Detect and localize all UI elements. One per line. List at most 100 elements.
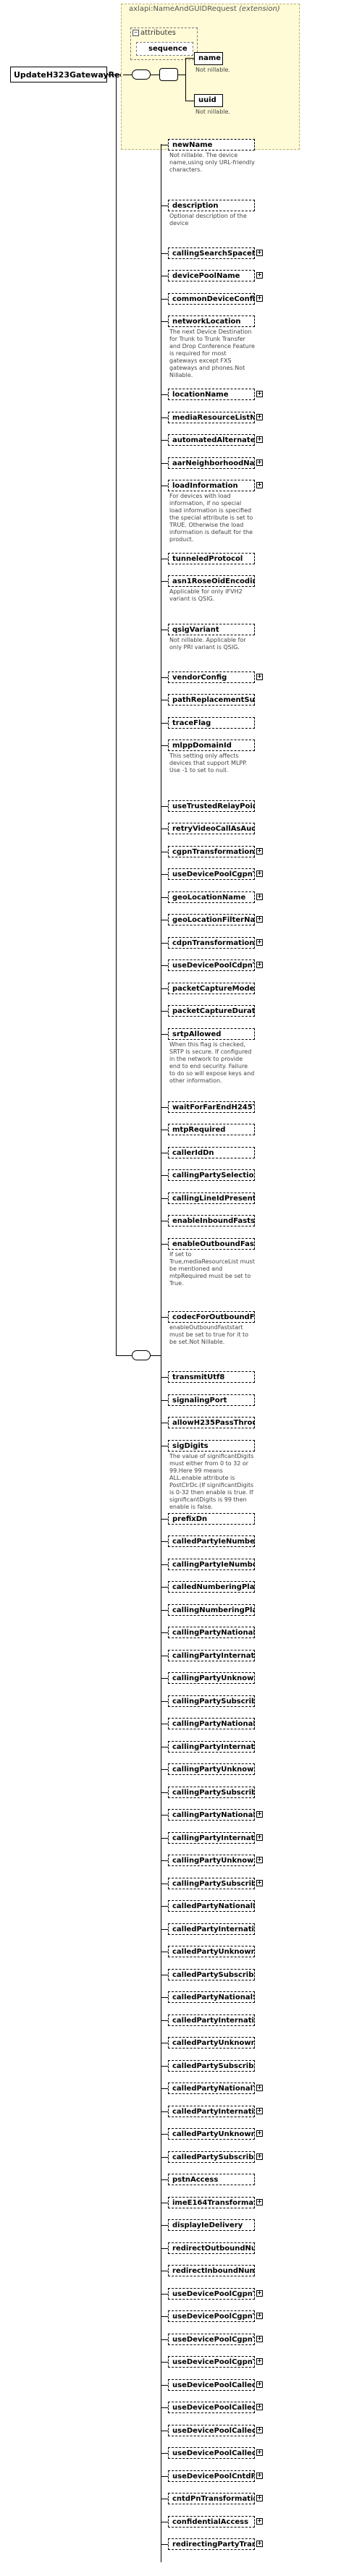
root-element[interactable]: UpdateH323GatewayReq: [10, 67, 125, 82]
element-calling-party-national-prefix[interactable]: callingPartyNationalPrefix: [168, 1627, 255, 1638]
expand-icon[interactable]: +: [256, 915, 263, 923]
element-use-device-pool-called-css-intl[interactable]: useDevicePoolCalledCssIntl: [168, 2402, 255, 2413]
expand-icon[interactable]: +: [256, 436, 263, 443]
name-element[interactable]: name: [194, 52, 223, 65]
element-redirect-inbound-number-ie[interactable]: redirectInboundNumberIe: [168, 2265, 255, 2276]
element-calling-party-ie-number-type[interactable]: callingPartyIeNumberType: [168, 1559, 255, 1570]
element-prefix-dn[interactable]: prefixDn: [168, 1513, 255, 1525]
element-calling-party-unknown-strip-digits[interactable]: callingPartyUnknownStripDigits: [168, 1763, 255, 1775]
element-called-party-national-strip-digits[interactable]: calledPartyNationalStripDigits: [168, 1991, 255, 2003]
expand-icon[interactable]: +: [256, 1834, 263, 1841]
element-cdpn-transformation-css-name[interactable]: cdpnTransformationCssName: [168, 937, 255, 949]
element-location-name[interactable]: locationName: [168, 389, 255, 400]
element-packet-capture-duration[interactable]: packetCaptureDuration: [168, 1005, 255, 1017]
element-use-device-pool-cgpn-transform-css-intl[interactable]: useDevicePoolCgpnTransformCssIntl: [168, 2310, 255, 2322]
expand-icon[interactable]: +: [256, 2130, 263, 2137]
element-use-device-pool-called-css-unkn[interactable]: useDevicePoolCalledCssUnkn: [168, 2425, 255, 2436]
element-called-party-unknown-transformation-css-name[interactable]: calledPartyUnknownTransformationCssName: [168, 2128, 255, 2140]
element-use-device-pool-cgpn-transform-css-subs[interactable]: useDevicePoolCgpnTransformCssSubs: [168, 2356, 255, 2368]
element-packet-capture-mode[interactable]: packetCaptureMode: [168, 983, 255, 994]
element-called-party-international-strip-digits[interactable]: calledPartyInternationalStripDigits: [168, 2014, 255, 2026]
element-called-numbering-plan[interactable]: calledNumberingPlan: [168, 1581, 255, 1593]
expand-icon[interactable]: +: [256, 2494, 263, 2501]
element-calling-party-unknown-transformation-css-name[interactable]: callingPartyUnknownTransformationCssName: [168, 1855, 255, 1866]
expand-icon[interactable]: +: [256, 2540, 263, 2547]
element-redirecting-party-transformation-c-s-s[interactable]: redirectingPartyTransformationCSS: [168, 2538, 255, 2550]
element-use-device-pool-cgpn-transform-css-unkn[interactable]: useDevicePoolCgpnTransformCssUnkn: [168, 2334, 255, 2345]
expand-icon[interactable]: +: [256, 2472, 263, 2479]
sequence-attribute[interactable]: sequence: [136, 42, 193, 56]
expand-icon[interactable]: +: [256, 1879, 263, 1886]
element-called-party-international-prefix[interactable]: calledPartyInternationalPrefix: [168, 1923, 255, 1935]
element-calling-search-space-name[interactable]: callingSearchSpaceName: [168, 247, 255, 259]
expand-icon[interactable]: +: [256, 1810, 263, 1818]
element-wait-for-far-end-h245-terminal-set[interactable]: waitForFarEndH245TerminalSet: [168, 1101, 255, 1113]
element-path-replacement-support[interactable]: pathReplacementSupport: [168, 694, 255, 706]
element-use-device-pool-called-css-subs[interactable]: useDevicePoolCalledCssSubs: [168, 2447, 255, 2459]
element-common-device-config-name[interactable]: commonDeviceConfigName: [168, 293, 255, 305]
element-qsig-variant[interactable]: qsigVariant: [168, 624, 255, 635]
element-called-party-ie-number-type[interactable]: calledPartyIeNumberType: [168, 1535, 255, 1547]
expand-icon[interactable]: +: [256, 481, 263, 488]
element-called-party-subscriber-transformation-css-name[interactable]: calledPartySubscriberTransformationCssNa…: [168, 2151, 255, 2163]
element-calling-party-subscriber-strip-digits[interactable]: callingPartySubscriberStripDigits: [168, 1787, 255, 1798]
element-asn1-rose-oid-encoding[interactable]: asn1RoseOidEncoding: [168, 575, 255, 587]
element-ime-e164-transformation-name[interactable]: imeE164TransformationName: [168, 2197, 255, 2208]
expand-icon[interactable]: +: [256, 390, 263, 397]
expand-icon[interactable]: +: [256, 673, 263, 680]
element-use-device-pool-cgpn-transform-css[interactable]: useDevicePoolCgpnTransformCss: [168, 868, 255, 880]
element-device-pool-name[interactable]: devicePoolName: [168, 270, 255, 281]
element-allow-h235-pass-through[interactable]: allowH235PassThrough: [168, 1417, 255, 1428]
expand-icon[interactable]: +: [256, 961, 263, 968]
expand-icon[interactable]: +: [256, 2084, 263, 2091]
expand-icon[interactable]: +: [256, 2381, 263, 2388]
element-calling-party-unknown-prefix[interactable]: callingPartyUnknownPrefix: [168, 1672, 255, 1684]
element-confidential-access[interactable]: confidentialAccess: [168, 2516, 255, 2528]
element-calling-party-national-transformation-css-name[interactable]: callingPartyNationalTransformationCssNam…: [168, 1809, 255, 1821]
expand-icon[interactable]: +: [256, 1856, 263, 1863]
expand-icon[interactable]: +: [256, 2426, 263, 2433]
expand-icon[interactable]: +: [256, 2312, 263, 2319]
expand-icon[interactable]: +: [256, 847, 263, 855]
element-cntd-pn-transformation-css-name[interactable]: cntdPnTransformationCssName: [168, 2493, 255, 2504]
element-use-trusted-relay-point[interactable]: useTrustedRelayPoint: [168, 800, 255, 812]
element-geo-location-name[interactable]: geoLocationName: [168, 891, 255, 903]
element-enable-outbound-faststart[interactable]: enableOutboundFaststart: [168, 1238, 255, 1250]
element-called-party-international-transformation-css-name[interactable]: calledPartyInternationalTransformationCs…: [168, 2106, 255, 2117]
uuid-element[interactable]: uuid: [194, 94, 223, 107]
expand-icon[interactable]: +: [256, 2517, 263, 2525]
element-tunneled-protocol[interactable]: tunneledProtocol: [168, 553, 255, 564]
element-called-party-subscriber-prefix[interactable]: calledPartySubscriberPrefix: [168, 1969, 255, 1980]
element-use-device-pool-cgpn-transform-css-natl[interactable]: useDevicePoolCgpnTransformCssNatl: [168, 2288, 255, 2300]
expand-icon[interactable]: +: [256, 2403, 263, 2410]
element-geo-location-filter-name[interactable]: geoLocationFilterName: [168, 914, 255, 925]
expand-icon[interactable]: +: [256, 2357, 263, 2365]
expand-icon[interactable]: +: [256, 459, 263, 466]
expand-icon[interactable]: +: [256, 893, 263, 900]
element-called-party-unknown-prefix[interactable]: calledPartyUnknownPrefix: [168, 1946, 255, 1957]
expand-icon[interactable]: +: [256, 939, 263, 946]
element-use-device-pool-cntd-pn-transformation-css[interactable]: useDevicePoolCntdPnTransformationCss: [168, 2470, 255, 2482]
element-calling-numbering-plan[interactable]: callingNumberingPlan: [168, 1604, 255, 1616]
element-display-ie-delivery[interactable]: displayIeDelivery: [168, 2219, 255, 2231]
expand-icon[interactable]: +: [256, 271, 263, 279]
element-transmit-utf8[interactable]: transmitUtf8: [168, 1371, 255, 1383]
element-trace-flag[interactable]: traceFlag: [168, 717, 255, 729]
element-called-party-national-prefix[interactable]: calledPartyNationalPrefix: [168, 1900, 255, 1912]
expand-icon[interactable]: +: [256, 870, 263, 877]
element-new-name[interactable]: newName: [168, 139, 255, 151]
element-network-location[interactable]: networkLocation: [168, 315, 255, 327]
expand-icon[interactable]: +: [256, 249, 263, 256]
element-calling-party-subscriber-prefix[interactable]: callingPartySubscriberPrefix: [168, 1695, 255, 1707]
element-signaling-port[interactable]: signalingPort: [168, 1394, 255, 1406]
element-use-device-pool-called-css-natl[interactable]: useDevicePoolCalledCssNatl: [168, 2379, 255, 2391]
element-pstn-access[interactable]: pstnAccess: [168, 2174, 255, 2185]
element-calling-party-international-transformation-css-name[interactable]: callingPartyInternationalTransformationC…: [168, 1832, 255, 1844]
element-calling-party-international-strip-digits[interactable]: callingPartyInternationalStripDigits: [168, 1741, 255, 1753]
element-sig-digits[interactable]: sigDigits: [168, 1440, 255, 1452]
element-called-party-subscriber-strip-digits[interactable]: calledPartySubscriberStripDigits: [168, 2060, 255, 2072]
element-called-party-unknown-strip-digits[interactable]: calledPartyUnknownStripDigits: [168, 2037, 255, 2048]
expand-icon[interactable]: +: [256, 2153, 263, 2160]
element-aar-neighborhood-name[interactable]: aarNeighborhoodName: [168, 457, 255, 469]
expand-icon[interactable]: +: [256, 2289, 263, 2297]
